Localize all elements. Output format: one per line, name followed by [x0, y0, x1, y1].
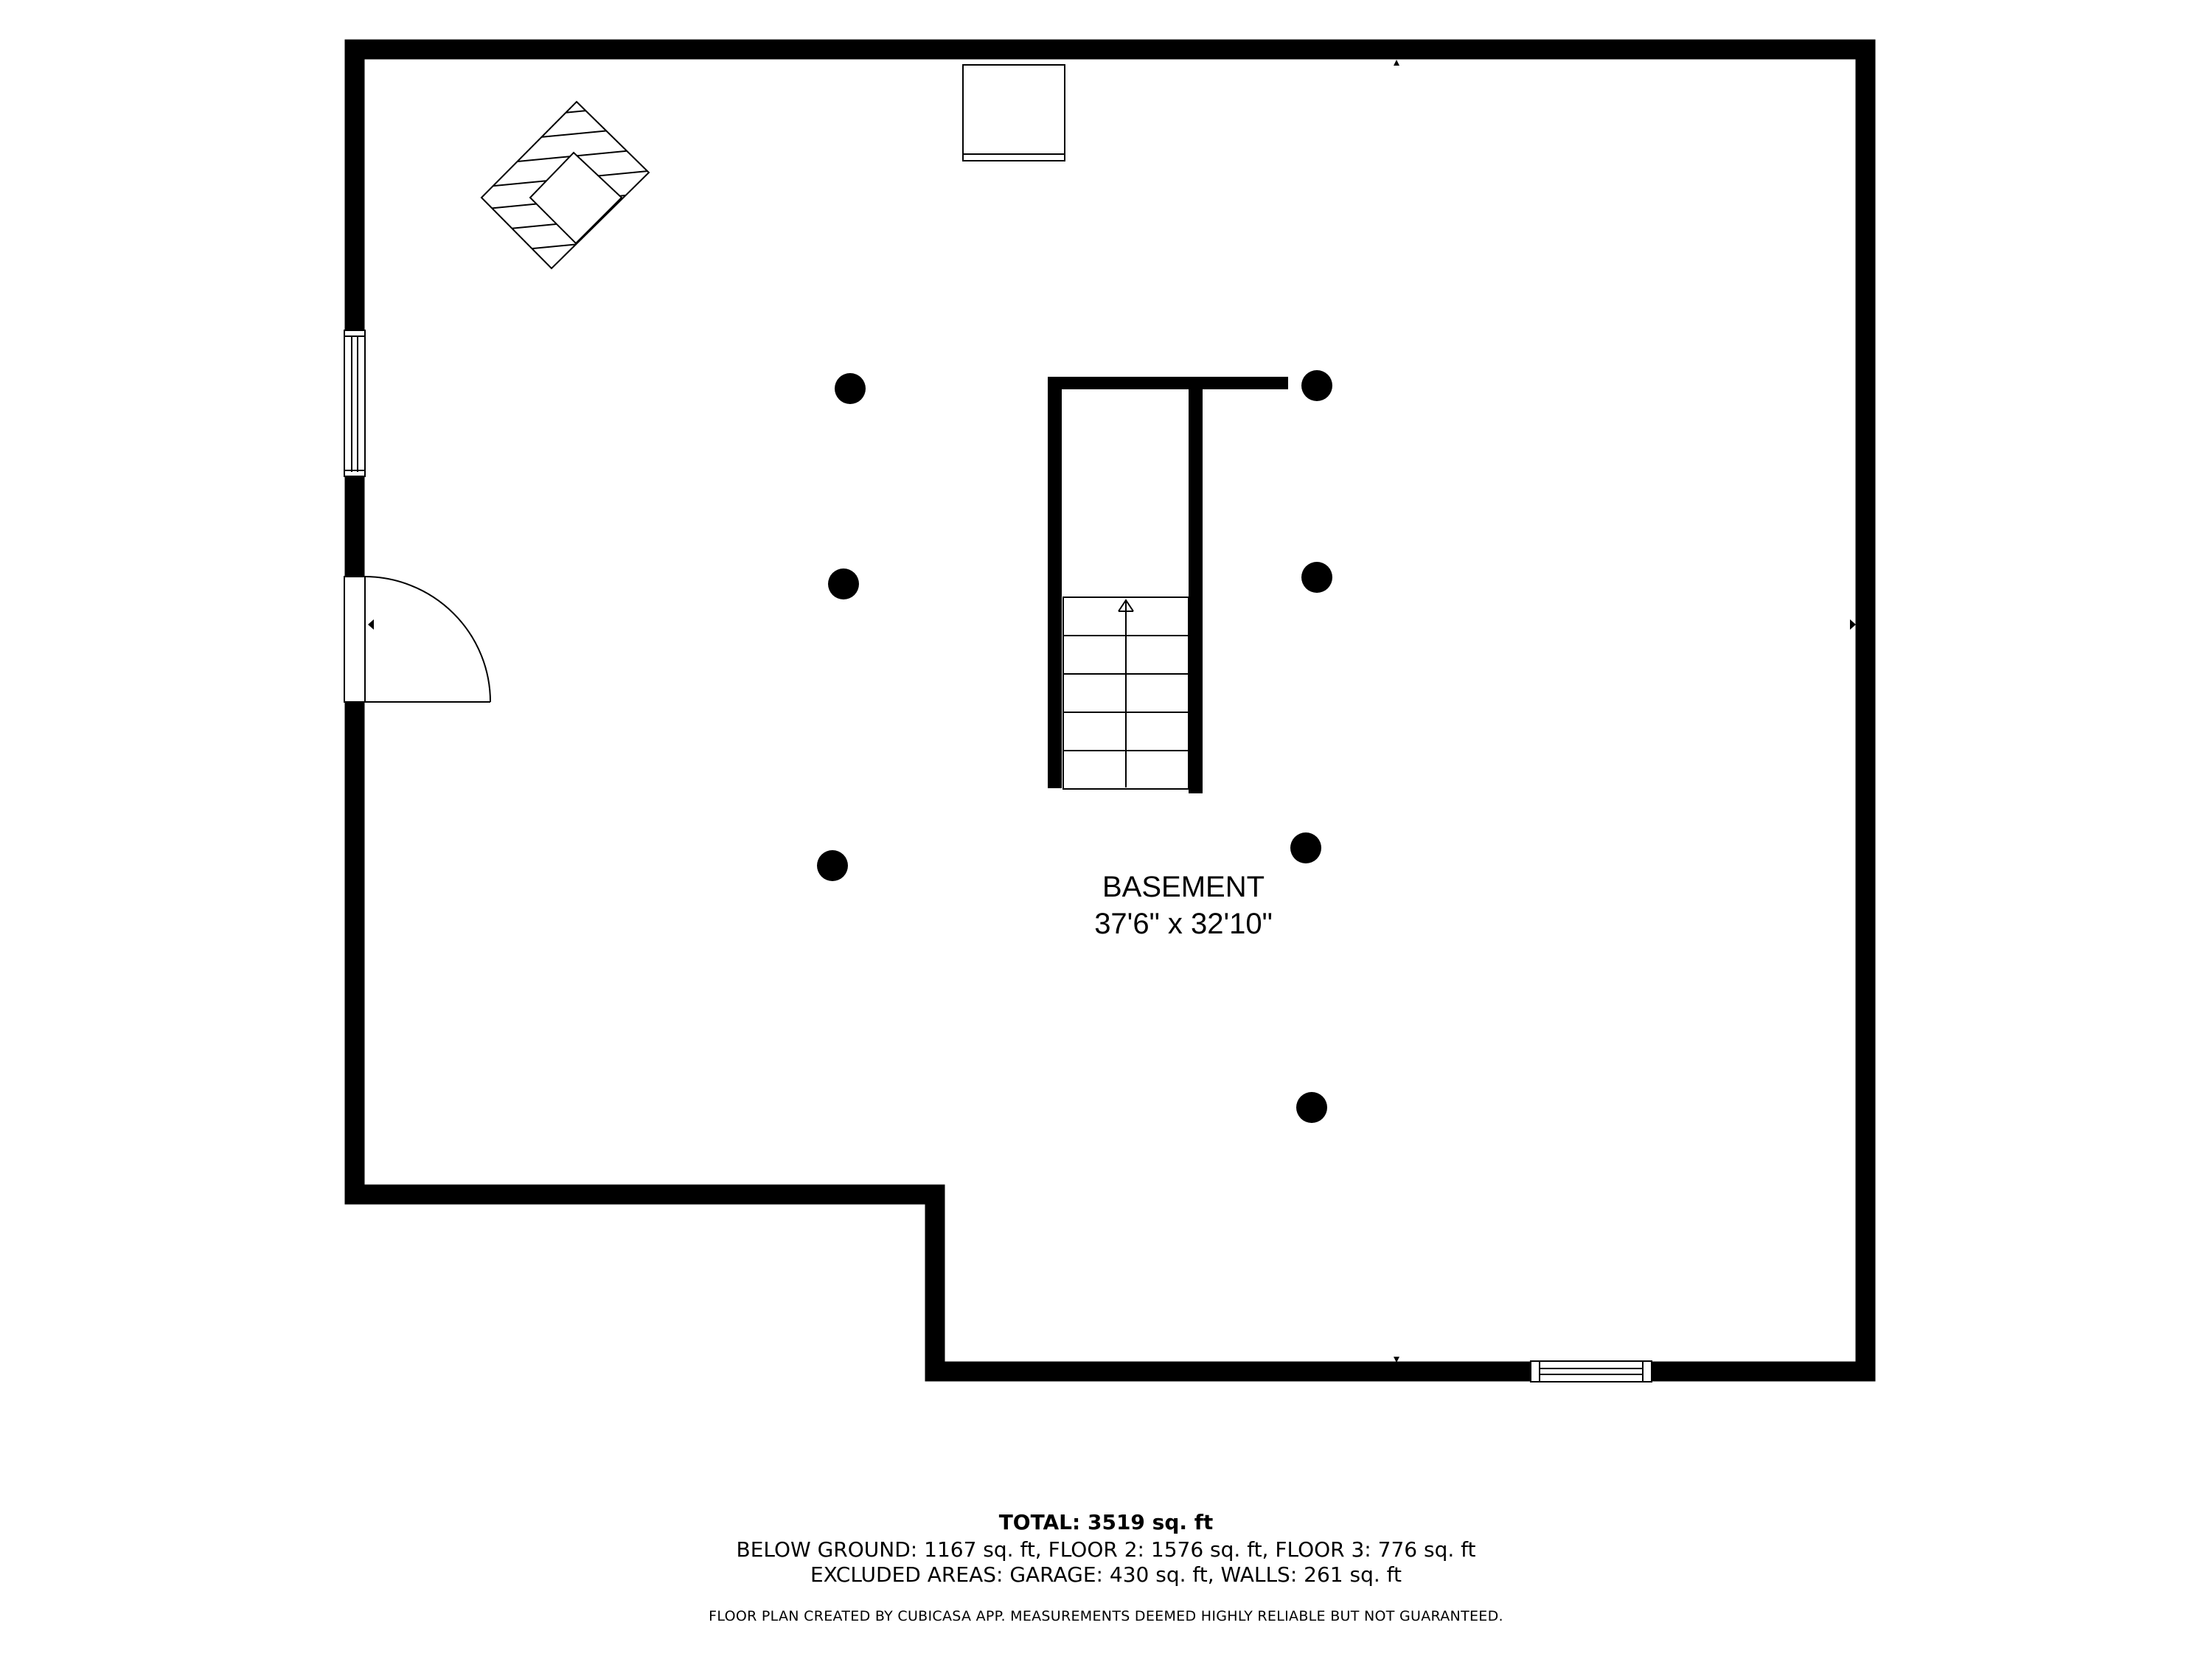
room-name: BASEMENT — [1102, 871, 1265, 903]
support-column-icon — [835, 373, 866, 404]
stair-walls — [1048, 377, 1288, 793]
window-icon — [344, 330, 366, 477]
support-column-icon — [817, 850, 848, 881]
wall-marker-icon — [1850, 619, 1856, 630]
support-column-icon — [1301, 370, 1332, 401]
exterior-wall — [344, 39, 1876, 1382]
support-column-icon — [1290, 832, 1321, 863]
furnace-icon — [480, 100, 650, 270]
door-icon — [344, 576, 491, 703]
wall-marker-icon — [1394, 1357, 1399, 1363]
wall-marker-icon — [1394, 60, 1399, 66]
support-column-icon — [1301, 562, 1332, 593]
credit-disclaimer: FLOOR PLAN CREATED BY CUBICASA APP. MEAS… — [709, 1608, 1503, 1624]
floor-areas: BELOW GROUND: 1167 sq. ft, FLOOR 2: 1576… — [736, 1537, 1476, 1562]
support-column-icon — [1296, 1092, 1327, 1123]
water-heater-icon — [962, 64, 1065, 161]
total-area: TOTAL: 3519 sq. ft — [998, 1510, 1214, 1534]
window-icon — [1530, 1360, 1652, 1382]
excluded-areas: EXCLUDED AREAS: GARAGE: 430 sq. ft, WALL… — [810, 1562, 1402, 1587]
staircase-icon — [1062, 597, 1189, 790]
support-column-icon — [828, 568, 859, 599]
room-dimensions: 37'6" x 32'10" — [1094, 908, 1273, 940]
